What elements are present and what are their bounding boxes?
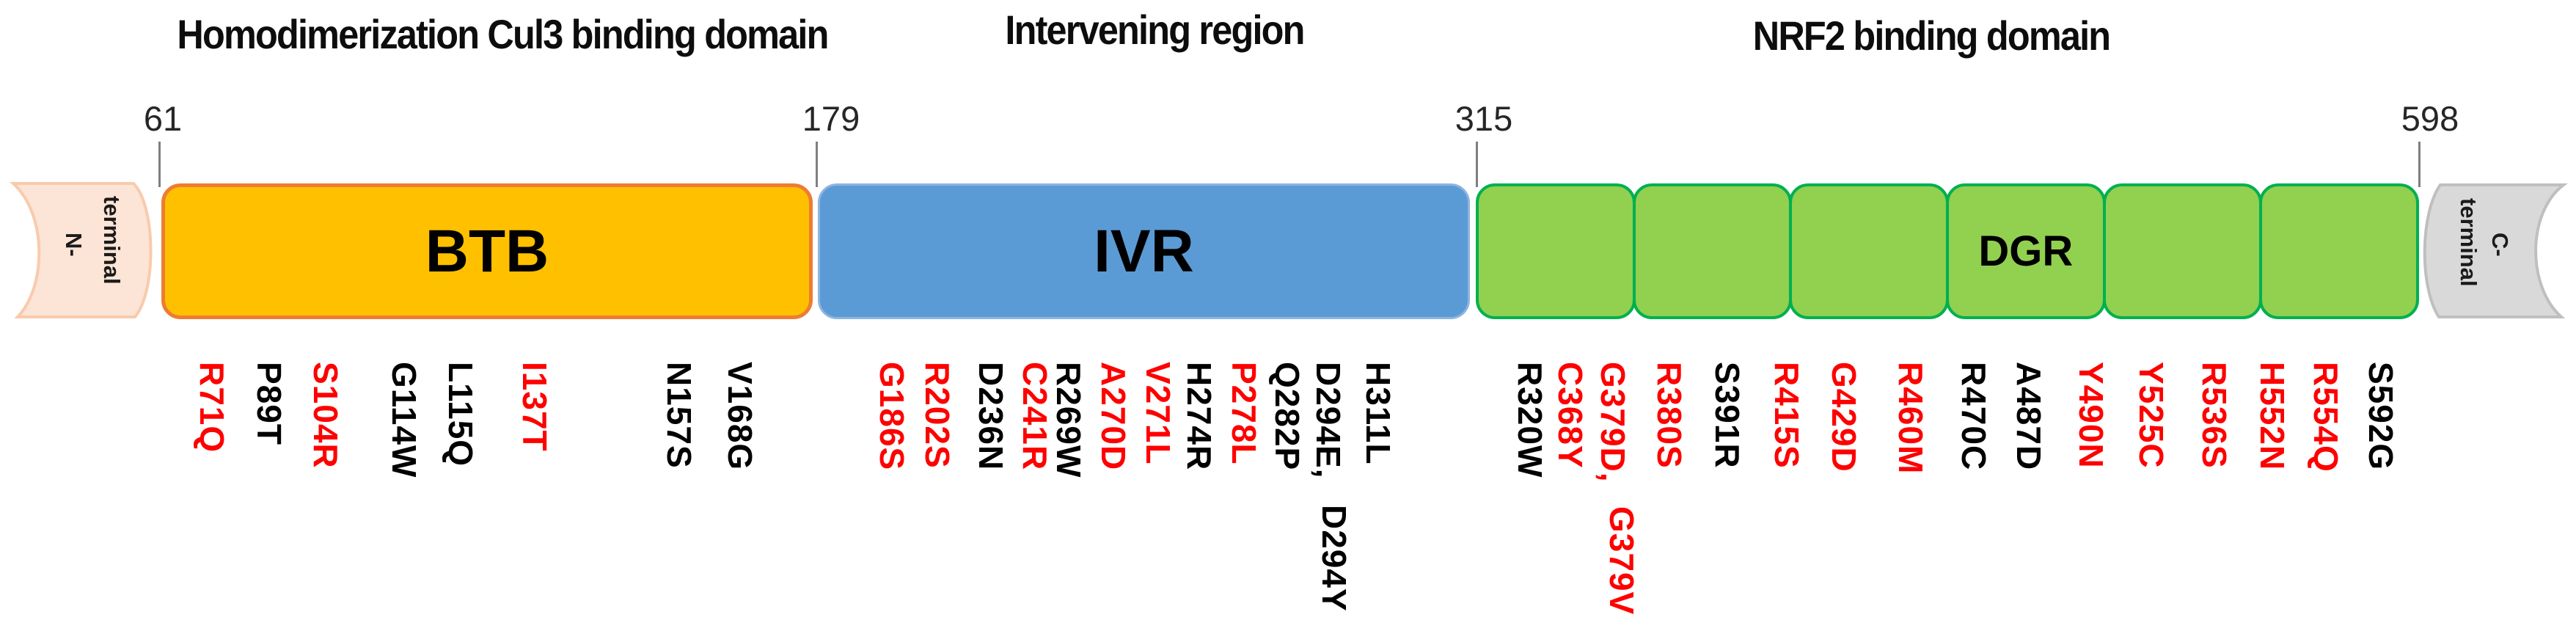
mutation-label-S592G: S592G xyxy=(2362,362,2400,471)
mutation-label-R320W: R320W xyxy=(1511,362,1549,478)
dgr-segment-5 xyxy=(2102,183,2263,319)
dgr-segment-1 xyxy=(1475,183,1636,319)
btb-domain-label: BTB xyxy=(425,217,549,285)
mutation-label-G379V: G379V xyxy=(1603,506,1641,616)
ivr-domain-box: IVR xyxy=(818,183,1470,319)
c-terminal-shape-path xyxy=(2423,183,2568,318)
mutation-label-D236N: D236N xyxy=(972,362,1010,471)
mutation-label-D294E: D294E, xyxy=(1309,362,1347,479)
mutation-label-D294Y: D294Y xyxy=(1315,505,1353,612)
mutation-label-R415S: R415S xyxy=(1768,362,1806,469)
mutation-label-I137T: I137T xyxy=(516,362,554,452)
mutation-label-P89T: P89T xyxy=(250,362,288,445)
residue-tick-line-179 xyxy=(816,142,818,187)
dgr-domain-label: DGR xyxy=(1978,227,2074,275)
mutation-label-S391R: S391R xyxy=(1708,362,1746,469)
mutation-label-R71Q: R71Q xyxy=(193,362,231,453)
residue-number-315: 315 xyxy=(1455,99,1513,138)
residue-tick-line-61 xyxy=(158,142,161,187)
residue-number-61: 61 xyxy=(143,99,183,138)
mutation-label-P278L: P278L xyxy=(1225,362,1263,465)
mutation-label-G379D: G379D, xyxy=(1594,362,1632,483)
dgr-segment-2 xyxy=(1632,183,1793,319)
n-terminal-flag-shape xyxy=(9,182,153,318)
mutation-label-R536S: R536S xyxy=(2195,362,2233,469)
mutation-label-N157S: N157S xyxy=(660,362,698,469)
mutation-label-R380S: R380S xyxy=(1650,362,1688,469)
ivr-domain-label: IVR xyxy=(1094,217,1194,285)
n-terminal-shape-path xyxy=(9,182,153,318)
mutation-label-R554Q: R554Q xyxy=(2307,362,2345,473)
mutation-label-A270D: A270D xyxy=(1094,362,1133,471)
mutation-label-G186S: G186S xyxy=(873,362,911,471)
mutation-label-R460M: R460M xyxy=(1892,362,1930,475)
dgr-segment-3 xyxy=(1789,183,1949,319)
mutation-label-G114W: G114W xyxy=(385,362,423,478)
mutation-label-C241R: C241R xyxy=(1016,362,1054,471)
btb-domain-box: BTB xyxy=(161,183,813,319)
mutation-label-Y525C: Y525C xyxy=(2132,362,2170,469)
header-homodimerization-cul3-binding-domain: Homodimerization Cul3 binding domain xyxy=(177,11,829,57)
header-nrf2-binding-domain: NRF2 binding domain xyxy=(1752,12,2111,59)
mutation-label-S104R: S104R xyxy=(307,362,345,469)
mutation-label-R470C: R470C xyxy=(1955,362,1993,471)
mutation-label-R202S: R202S xyxy=(918,362,956,469)
n-terminal-label-line1: N- xyxy=(61,233,87,257)
mutation-label-L115Q: L115Q xyxy=(442,362,480,467)
mutation-label-C368Y: C368Y xyxy=(1551,362,1589,469)
c-terminal-label-line2: terminal xyxy=(2456,198,2481,287)
dgr-domain-box: DGR xyxy=(1475,183,2420,319)
c-terminal-flag-shape xyxy=(2423,183,2568,318)
c-terminal-label-line1: C- xyxy=(2487,233,2513,257)
mutation-label-H552N: H552N xyxy=(2253,362,2291,471)
mutation-label-H274R: H274R xyxy=(1180,362,1218,471)
residue-number-598: 598 xyxy=(2401,99,2459,138)
mutation-label-G429D: G429D xyxy=(1825,362,1863,473)
residue-tick-line-315 xyxy=(1476,142,1478,187)
mutation-label-R269W: R269W xyxy=(1050,362,1088,478)
mutation-label-V271L: V271L xyxy=(1139,362,1177,465)
mutation-label-H311L: H311L xyxy=(1359,362,1397,465)
dgr-segment-4: DGR xyxy=(1946,183,2106,319)
mutation-label-Y490N: Y490N xyxy=(2072,362,2110,469)
mutation-label-Q282P: Q282P xyxy=(1268,362,1306,471)
n-terminal-label-line2: terminal xyxy=(99,196,125,285)
mutation-label-V168G: V168G xyxy=(721,362,759,471)
mutation-label-A487D: A487D xyxy=(2010,362,2048,471)
residue-tick-line-598 xyxy=(2418,142,2421,187)
header-intervening-region: Intervening region xyxy=(1005,7,1305,53)
dgr-segment-6 xyxy=(2259,183,2420,319)
residue-number-179: 179 xyxy=(802,99,860,138)
